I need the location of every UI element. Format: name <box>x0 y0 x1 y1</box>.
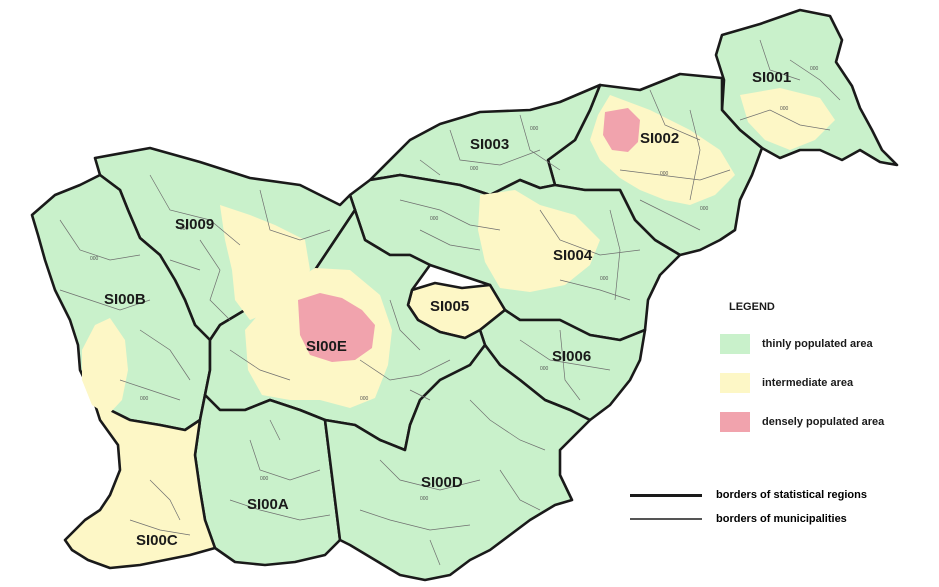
municipality-borders <box>59 39 841 566</box>
legend-swatch-dense <box>720 412 750 432</box>
legend-swatch-thin <box>720 334 750 354</box>
svg-text:000: 000 <box>140 396 149 402</box>
legend-item-intermediate: intermediate area <box>720 372 939 394</box>
region-label-si001: SI001 <box>752 69 791 86</box>
svg-text:000: 000 <box>90 256 99 262</box>
legend-label-intermediate: intermediate area <box>762 377 854 389</box>
intermediate-area-si004 <box>478 190 600 292</box>
svg-text:000: 000 <box>540 366 549 372</box>
density-overlays <box>82 88 835 415</box>
intermediate-area-si00b <box>82 318 128 415</box>
region-label-si00a: SI00A <box>247 496 289 513</box>
region-label-si00b: SI00B <box>104 291 146 308</box>
svg-text:000: 000 <box>780 106 789 112</box>
region-label-si006: SI006 <box>552 348 591 365</box>
border-label-municipalities: borders of municipalities <box>716 513 847 525</box>
region-label-si002: SI002 <box>640 130 679 147</box>
region-label-si00c: SI00C <box>136 532 178 549</box>
svg-text:000: 000 <box>260 476 269 482</box>
municipality-numbers: 000 000 000 000 000 000 000 000 000 000 … <box>90 66 819 502</box>
svg-text:000: 000 <box>810 66 819 72</box>
legend-title: LEGEND <box>729 301 775 313</box>
region-label-si003: SI003 <box>470 136 509 153</box>
svg-text:000: 000 <box>700 206 709 212</box>
svg-text:000: 000 <box>530 126 539 132</box>
region-label-si00d: SI00D <box>421 474 463 491</box>
region-si00c <box>63 393 217 570</box>
region-labels: SI001 SI002 SI003 SI004 SI005 SI006 SI00… <box>104 69 791 549</box>
border-legend-regions: borders of statistical regions <box>630 486 939 504</box>
legend-item-dense: densely populated area <box>720 411 939 433</box>
legend-label-dense: densely populated area <box>762 416 885 428</box>
legend-swatch-intermediate <box>720 373 750 393</box>
dense-area-si002 <box>603 108 640 152</box>
region-label-si004: SI004 <box>553 247 593 264</box>
legend-item-thin: thinly populated area <box>720 333 939 355</box>
svg-text:000: 000 <box>180 226 189 232</box>
svg-text:000: 000 <box>660 171 669 177</box>
border-legend-municipalities: borders of municipalities <box>630 510 939 528</box>
svg-text:000: 000 <box>470 166 479 172</box>
border-legend: borders of statistical regions borders o… <box>630 486 939 534</box>
dense-area-si00e <box>298 293 375 362</box>
border-label-regions: borders of statistical regions <box>716 489 867 501</box>
thick-line-sample <box>630 493 702 497</box>
svg-text:000: 000 <box>360 396 369 402</box>
region-label-si005: SI005 <box>430 298 469 315</box>
svg-text:000: 000 <box>420 496 429 502</box>
region-label-si00e: SI00E <box>306 338 347 355</box>
legend-label-thin: thinly populated area <box>762 338 873 350</box>
region-si00d <box>323 343 592 582</box>
svg-text:000: 000 <box>430 216 439 222</box>
statistical-regions <box>30 8 899 582</box>
svg-text:000: 000 <box>600 276 609 282</box>
thin-line-sample <box>630 518 702 520</box>
legend: LEGEND thinly populated area intermediat… <box>720 298 939 433</box>
region-label-si009: SI009 <box>175 216 214 233</box>
